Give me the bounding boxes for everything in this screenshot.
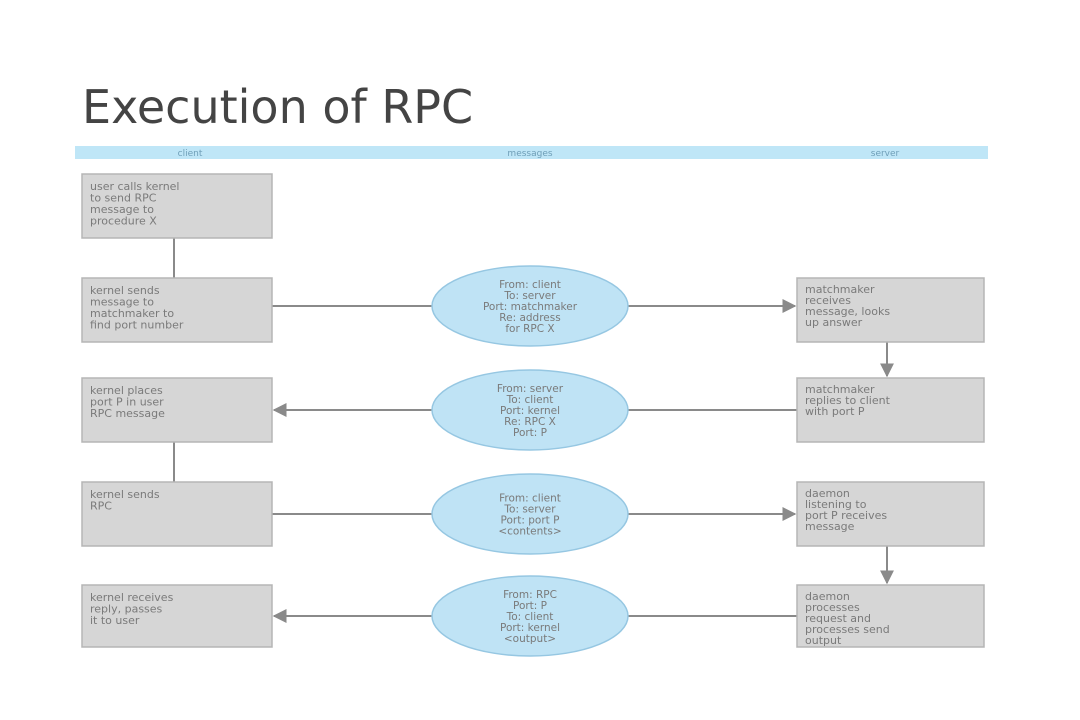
client-box-text-line: kernel sends bbox=[90, 488, 160, 501]
lane-header-bar bbox=[75, 146, 988, 159]
client-box-text-line: procedure X bbox=[90, 215, 157, 228]
message-text-line: To: client bbox=[506, 394, 554, 406]
server-box-text-line: with port P bbox=[805, 405, 865, 418]
lane-label-messages: messages bbox=[507, 149, 552, 159]
message-text-line: <contents> bbox=[498, 526, 561, 538]
message-text-line: Port: P bbox=[513, 600, 547, 612]
server-box-text-line: matchmaker bbox=[805, 283, 875, 296]
message-text-line: From: server bbox=[497, 383, 564, 395]
client-box-text-line: to send RPC bbox=[90, 192, 157, 205]
client-box-text-line: kernel sends bbox=[90, 284, 160, 297]
slide-title: Execution of RPC bbox=[82, 80, 474, 134]
client-box-text-line: message to bbox=[90, 203, 154, 216]
server-box-text-line: replies to client bbox=[805, 394, 891, 407]
server-box bbox=[796, 584, 985, 648]
message-ellipse bbox=[431, 575, 629, 657]
client-box-text-line: reply, passes bbox=[90, 603, 163, 616]
client-box bbox=[81, 377, 273, 443]
server-box-text-line: daemon bbox=[805, 590, 850, 603]
server-box-text-line: message bbox=[805, 520, 855, 533]
server-box bbox=[796, 377, 985, 443]
client-box bbox=[81, 277, 273, 343]
message-text-line: <output> bbox=[504, 633, 556, 645]
message-ellipse bbox=[431, 265, 629, 347]
message-text-line: From: client bbox=[499, 279, 561, 291]
message-text-line: Re: address bbox=[499, 312, 560, 324]
client-box bbox=[81, 173, 273, 239]
server-box-text-line: matchmaker bbox=[805, 383, 875, 396]
message-text-line: To: server bbox=[503, 290, 556, 302]
message-text-line: Port: kernel bbox=[500, 405, 560, 417]
server-box-text-line: listening to bbox=[805, 498, 867, 511]
message-text-line: for RPC X bbox=[505, 323, 554, 335]
server-box-text-line: processes send bbox=[805, 623, 890, 636]
client-box-text-line: it to user bbox=[90, 614, 140, 627]
message-text-line: To: client bbox=[506, 611, 554, 623]
message-text-line: Port: kernel bbox=[500, 622, 560, 634]
client-box-text-line: port P in user bbox=[90, 396, 164, 409]
client-box-text-line: RPC bbox=[90, 500, 112, 513]
client-box-text-line: RPC message bbox=[90, 407, 165, 420]
server-box-text-line: port P receives bbox=[805, 509, 887, 522]
message-ellipse bbox=[431, 369, 629, 451]
message-text-line: Re: RPC X bbox=[504, 416, 556, 428]
client-box bbox=[81, 481, 273, 547]
server-box-text-line: daemon bbox=[805, 487, 850, 500]
client-box-text-line: find port number bbox=[90, 319, 184, 332]
client-box-text-line: kernel places bbox=[90, 384, 163, 397]
server-box-text-line: up answer bbox=[805, 316, 863, 329]
client-box-text-line: matchmaker to bbox=[90, 307, 174, 320]
message-text-line: Port: port P bbox=[501, 515, 560, 527]
server-box-text-line: message, looks bbox=[805, 305, 890, 318]
client-box-text-line: user calls kernel bbox=[90, 180, 180, 193]
message-text-line: Port: P bbox=[513, 427, 547, 439]
client-box-text-line: kernel receives bbox=[90, 591, 174, 604]
lane-label-server: server bbox=[871, 149, 900, 159]
message-text-line: From: RPC bbox=[503, 589, 557, 601]
server-box-text-line: receives bbox=[805, 294, 851, 307]
message-ellipse bbox=[431, 473, 629, 555]
client-box-text-line: message to bbox=[90, 296, 154, 309]
message-text-line: Port: matchmaker bbox=[483, 301, 578, 313]
server-box-text-line: output bbox=[805, 634, 842, 647]
lane-label-client: client bbox=[178, 149, 203, 159]
message-text-line: From: client bbox=[499, 493, 561, 505]
server-box-text-line: request and bbox=[805, 612, 871, 625]
message-text-line: To: server bbox=[503, 504, 556, 516]
lane-header: client messages server bbox=[75, 146, 988, 159]
server-box bbox=[796, 481, 985, 547]
client-box bbox=[81, 584, 273, 648]
server-box-text-line: processes bbox=[805, 601, 860, 614]
server-box bbox=[796, 277, 985, 343]
